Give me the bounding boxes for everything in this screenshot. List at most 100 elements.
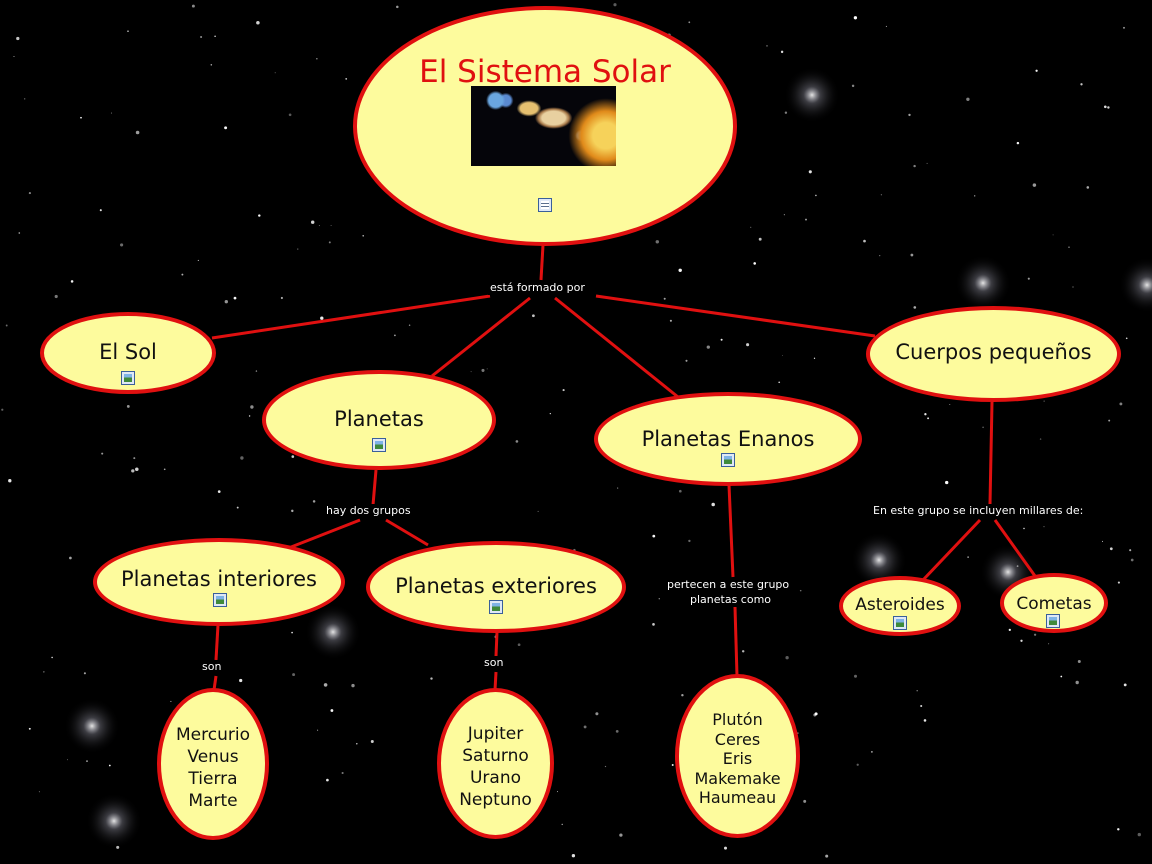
star [239,678,243,683]
image-resource-icon[interactable] [121,371,135,385]
star [318,225,320,227]
star [617,487,619,489]
star [16,36,20,41]
star [43,671,45,673]
star [370,740,374,743]
list-item: Marte [188,791,238,811]
star [328,241,331,244]
node-planetas-exteriores-list[interactable]: Jupiter Saturno Urano Neptuno [437,688,554,839]
star [330,709,334,712]
star [240,456,244,460]
star [658,598,660,600]
node-planetas-enanos[interactable]: Planetas Enanos [594,392,862,486]
star [116,845,120,849]
star [825,854,829,858]
star [615,730,619,733]
star [923,719,927,722]
star [1117,828,1120,831]
star [256,21,260,25]
node-planetas-enanos-list[interactable]: Plutón Ceres Eris Makemake Haumeau [675,674,800,838]
star [1102,540,1103,542]
star [557,791,558,793]
star [5,324,8,327]
star [131,469,135,473]
star [120,243,124,247]
image-resource-icon[interactable] [213,593,227,607]
image-resource-icon[interactable] [1046,614,1060,628]
node-planetas-interiores-label: Planetas interiores [121,567,317,591]
list-item: Haumeau [698,788,777,807]
link-to-planetas [431,296,531,378]
node-cuerpos-pequenos[interactable]: Cuerpos pequeños [866,306,1121,402]
star [258,214,261,217]
star [885,25,887,27]
node-planetas-exteriores-label: Planetas exteriores [395,574,597,598]
star [70,280,74,283]
star [1117,581,1120,584]
node-asteroides[interactable]: Asteroides [839,576,961,636]
node-planetas[interactable]: Planetas [262,370,496,470]
star [127,30,129,32]
image-resource-icon[interactable] [721,453,735,467]
star [967,556,969,558]
star [678,268,682,273]
star [920,704,923,708]
node-planetas-interiores[interactable]: Planetas interiores [93,538,345,626]
link-label-pertecen-line2: planetas como [688,593,774,607]
document-resource-icon[interactable] [538,198,552,212]
star [783,214,785,216]
star [430,677,433,680]
node-planetas-interiores-list[interactable]: Mercurio Venus Tierra Marte [157,688,269,840]
solar-system-image [471,86,616,166]
star [110,112,113,114]
star [345,78,348,80]
star [1033,633,1037,636]
star [781,355,783,356]
star [323,683,328,687]
star [1129,549,1132,552]
node-planetas-exteriores[interactable]: Planetas exteriores [366,541,626,633]
image-resource-icon[interactable] [489,600,503,614]
star [1075,680,1079,685]
star [1043,400,1045,402]
star [583,725,587,729]
star [671,764,674,766]
star [924,413,927,416]
star [853,16,858,20]
star [652,534,656,538]
star [69,556,72,560]
link-to-pluton [733,606,739,677]
image-resource-icon[interactable] [893,616,907,630]
star [54,294,58,299]
star [814,712,818,716]
list-item: Venus [187,747,239,767]
list-item: Saturno [462,746,529,766]
star [1109,547,1113,551]
link-interiores-down [214,624,220,661]
star [126,404,130,408]
node-cometas[interactable]: Cometas [1000,573,1108,633]
star [766,45,768,47]
star [805,218,807,221]
star [200,35,203,39]
star [1060,675,1063,678]
star [913,306,917,309]
star [910,253,914,257]
star [191,4,195,8]
star [913,164,916,168]
image-resource-icon[interactable] [372,438,386,452]
star [571,854,576,858]
star [1008,628,1011,632]
star [808,170,812,174]
star [351,683,355,688]
star [1043,526,1045,528]
star [663,297,666,300]
star [320,316,324,320]
star [108,764,111,767]
star [688,539,691,543]
star [316,58,318,60]
star [362,234,365,237]
star [1048,643,1050,645]
link-to-pequenos [595,294,876,338]
list-item: Jupiter [467,724,524,744]
